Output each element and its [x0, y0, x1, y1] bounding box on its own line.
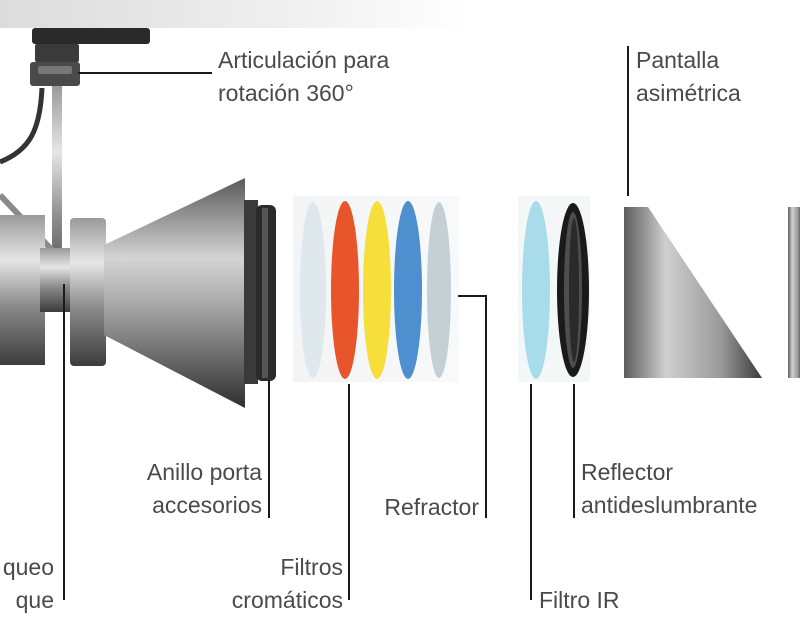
leader-lines: [63, 46, 629, 600]
label-bloqueo: queo que: [2, 554, 54, 613]
asymmetric-shade: [624, 207, 762, 378]
cone-housing: [104, 178, 245, 408]
top-gradient-band: [0, 0, 470, 28]
lamp-body: [0, 215, 106, 366]
power-cable: [0, 87, 45, 165]
rotation-joint: [30, 28, 150, 86]
next-component: [788, 207, 800, 378]
label-pantalla: Pantalla asimétrica: [636, 47, 741, 106]
support-arm: [52, 86, 62, 306]
label-anillo: Anillo porta accesorios: [146, 459, 262, 518]
filter-pale: [300, 202, 326, 378]
filter-red: [331, 201, 359, 379]
accessory-ring: [256, 205, 276, 381]
filter-ir: [522, 201, 550, 379]
spotlight-exploded-diagram: [0, 0, 800, 600]
label-filtro-ir: Filtro IR: [539, 587, 620, 613]
filter-blue: [394, 201, 422, 379]
label-refractor: Refractor: [384, 494, 479, 520]
label-reflector: Reflector antideslumbrante: [581, 459, 758, 518]
label-filtros: Filtros cromáticos: [231, 554, 343, 613]
filter-grey: [427, 202, 451, 378]
filter-yellow: [363, 201, 391, 379]
label-articulacion: Articulación para rotación 360°: [218, 47, 390, 106]
